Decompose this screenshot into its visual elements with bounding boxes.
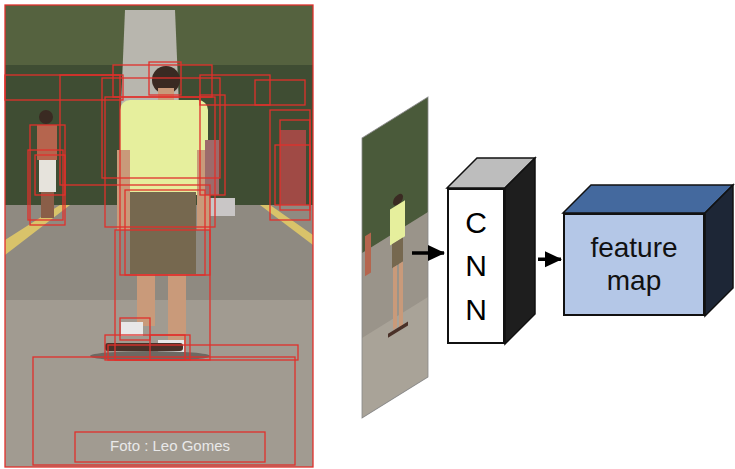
detection-box: [115, 230, 210, 360]
slice-leg: [393, 265, 397, 329]
bystander: [280, 130, 306, 205]
skateboard: [105, 343, 183, 351]
bystander: [210, 198, 235, 216]
slice-road: [362, 97, 428, 418]
watermark: Foto : Leo Gomes: [75, 437, 265, 455]
front-face-fill: [564, 214, 704, 315]
tree-line: [5, 5, 313, 205]
detection-box: [33, 357, 295, 465]
top-face: [563, 185, 733, 213]
detection-box: [120, 318, 150, 340]
input-image-slice: [362, 97, 428, 418]
shirt: [120, 100, 208, 195]
side-face: [705, 185, 733, 316]
bystander: [39, 160, 56, 192]
bystander: [41, 192, 54, 218]
detection-box: [108, 345, 298, 360]
detection-box: [105, 97, 215, 227]
block-label: C N N: [461, 201, 491, 332]
front-face: C N N: [447, 188, 505, 344]
detection-box: [28, 150, 63, 220]
photo-ground: [5, 5, 313, 467]
bystander-head: [39, 110, 53, 124]
side-face: [505, 158, 535, 344]
cnn-block: C N N: [447, 158, 535, 344]
detection-box: [150, 335, 190, 360]
feature-map-block: feature map: [563, 185, 733, 316]
detection-box: [30, 125, 65, 225]
leg: [168, 274, 186, 344]
detection-box: [125, 190, 205, 275]
bystander: [205, 140, 219, 195]
front-face-fill: [448, 189, 504, 343]
detection-box: [75, 432, 265, 462]
lane-line-left: [5, 205, 70, 255]
detection-box: [60, 75, 120, 185]
slice-border: [362, 97, 428, 418]
detection-box: [105, 335, 185, 360]
detection-box: [280, 120, 310, 210]
cuboid: [447, 158, 535, 344]
detection-box: [5, 75, 123, 100]
slice-bystander: [365, 232, 371, 276]
arrow-connector: [538, 258, 561, 262]
detection-box: [113, 65, 212, 97]
detection-box: [5, 5, 313, 467]
front-face: feature map: [563, 213, 705, 316]
detection-box: [255, 80, 305, 105]
input-arrow: [412, 251, 444, 255]
detection-box: [200, 95, 225, 195]
lane-line-right: [260, 205, 313, 245]
photo: [5, 5, 313, 467]
shoe: [121, 322, 143, 336]
slice-trees: [362, 97, 428, 253]
detection-box: [102, 78, 220, 178]
slice-board: [388, 321, 408, 337]
slice-content: [362, 97, 428, 418]
road-near: [5, 300, 313, 467]
shorts: [130, 192, 196, 274]
detection-box: [270, 110, 310, 220]
detection-box: [35, 155, 65, 195]
block-label: feature map: [563, 232, 705, 296]
slice-leg: [399, 262, 403, 328]
